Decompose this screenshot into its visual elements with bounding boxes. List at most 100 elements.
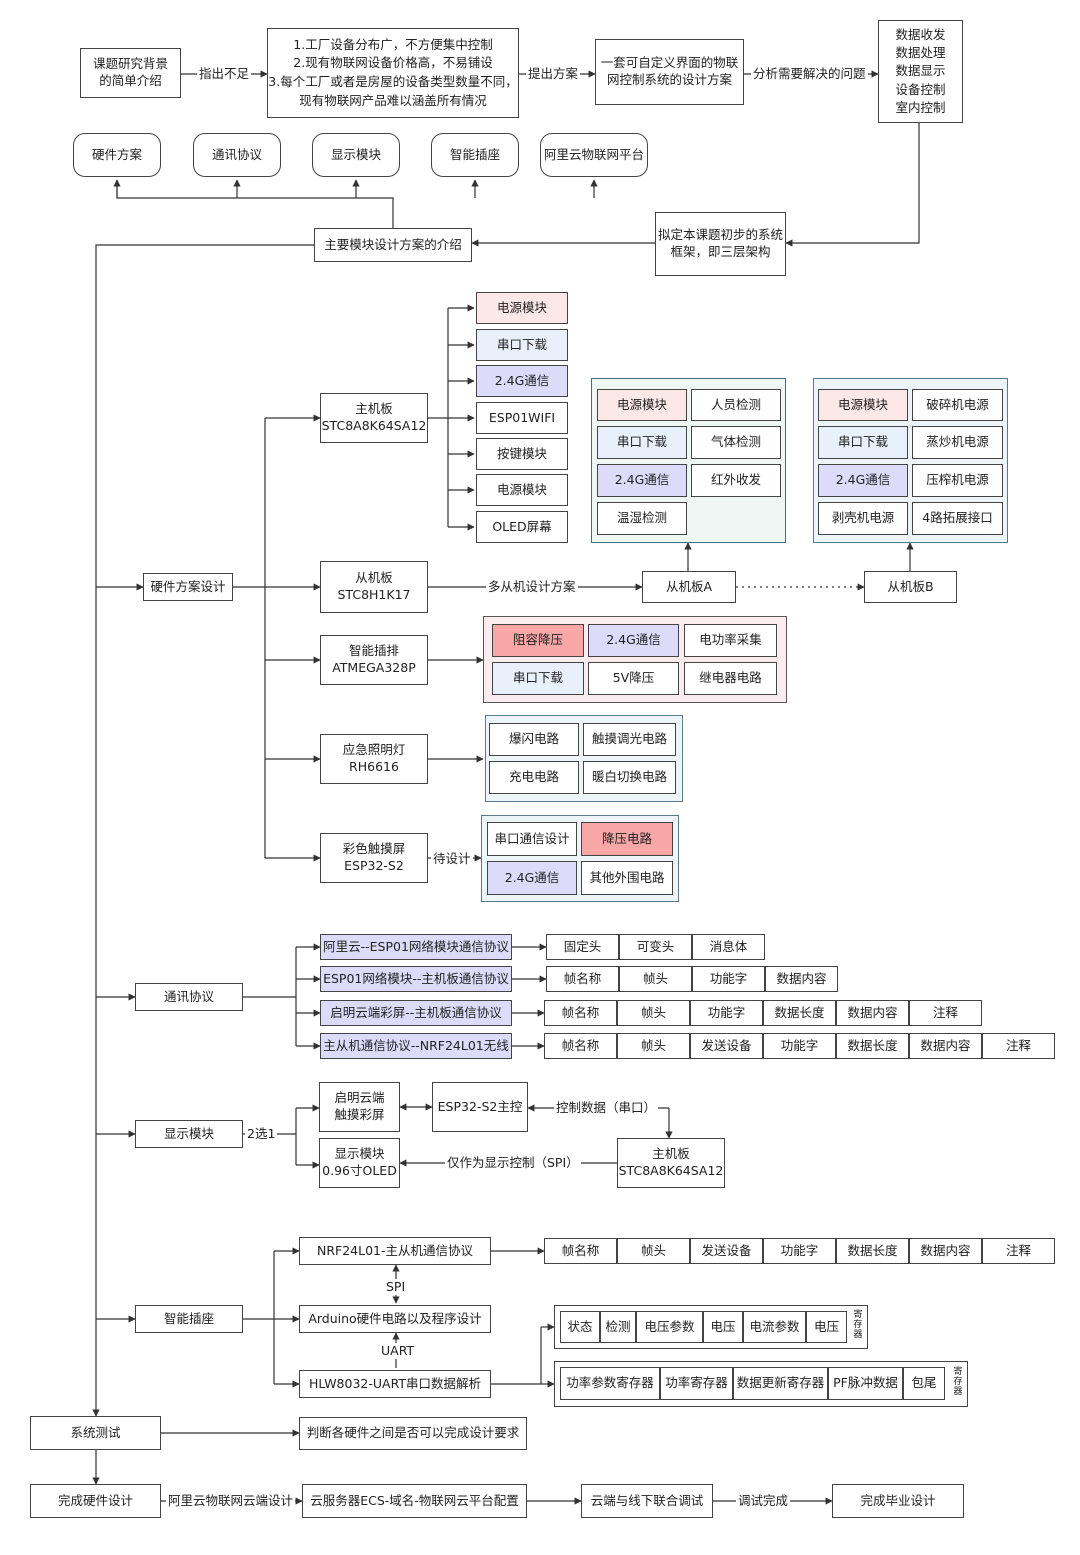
plug-5v[interactable]: 5V降压 <box>588 662 679 695</box>
p4-length[interactable]: 数据长度 <box>836 1033 909 1059</box>
emergency-light-box[interactable]: 应急照明灯 RH6616 <box>320 734 428 784</box>
main-design-box[interactable]: 主要模块设计方案的介绍 <box>314 228 472 262</box>
hlw8032-parse[interactable]: HLW8032-UART串口数据解析 <box>299 1370 491 1398</box>
p4-note[interactable]: 注释 <box>982 1033 1055 1059</box>
system-test-box[interactable]: 系统测试 <box>30 1416 161 1450</box>
nrf-note[interactable]: 注释 <box>982 1238 1055 1264</box>
display-master-board[interactable]: 主机板 STC8A8K64SA12 <box>617 1138 725 1188</box>
reg1-voltage[interactable]: 电压 <box>703 1311 743 1343</box>
master-part-power[interactable]: 电源模块 <box>476 292 568 324</box>
protocol-screen-master[interactable]: 启明云端彩屏--主机板通信协议 <box>320 1000 512 1026</box>
reg1-status[interactable]: 状态 <box>560 1311 600 1343</box>
esp32-controller[interactable]: ESP32-S2主控 <box>432 1082 528 1132</box>
plug-rc-step-down[interactable]: 阻容降压 <box>492 624 584 657</box>
slave-a-box[interactable]: 从机板A <box>642 571 736 603</box>
smart-socket-box[interactable]: 智能插座 <box>135 1305 243 1333</box>
p1-fixed-header[interactable]: 固定头 <box>546 934 619 960</box>
master-part-esp01[interactable]: ESP01WIFI <box>476 402 568 434</box>
master-part-power2[interactable]: 电源模块 <box>476 474 568 506</box>
touch-screen-box[interactable]: 彩色触摸屏 ESP32-S2 <box>320 833 428 883</box>
server-config-box[interactable]: 云服务器ECS-域名-物联网云平台配置 <box>302 1484 527 1518</box>
protocol-aliyun-esp01[interactable]: 阿里云--ESP01网络模块通信协议 <box>320 934 512 960</box>
nrf24l01-protocol[interactable]: NRF24L01-主从机通信协议 <box>299 1237 491 1265</box>
p2-func[interactable]: 功能字 <box>692 966 765 992</box>
nrf-sender[interactable]: 发送设备 <box>690 1238 763 1264</box>
nrf-frame-name[interactable]: 帧名称 <box>544 1238 617 1264</box>
slave-a-ir[interactable]: 红外收发 <box>691 464 781 497</box>
reg2-power[interactable]: 功率寄存器 <box>660 1367 733 1400</box>
reg1-voltage-2[interactable]: 电压 <box>806 1311 847 1343</box>
p2-frame-name[interactable]: 帧名称 <box>546 966 619 992</box>
lamp-touch-dim[interactable]: 触摸调光电路 <box>583 723 676 756</box>
reg1-current-param[interactable]: 电流参数 <box>743 1311 806 1343</box>
slave-board-box[interactable]: 从机板 STC8H1K17 <box>320 561 428 613</box>
plug-24g[interactable]: 2.4G通信 <box>588 624 679 657</box>
touch-serial-design[interactable]: 串口通信设计 <box>487 822 577 856</box>
touch-color-screen[interactable]: 启明云端 触摸彩屏 <box>319 1082 400 1132</box>
module-socket[interactable]: 智能插座 <box>431 133 519 177</box>
p4-frame-name[interactable]: 帧名称 <box>544 1033 617 1059</box>
p4-func[interactable]: 功能字 <box>763 1033 836 1059</box>
joint-debug-box[interactable]: 云端与线下联合调试 <box>581 1484 713 1518</box>
lamp-flash[interactable]: 爆闪电路 <box>489 723 579 756</box>
slave-a-temp[interactable]: 温湿检测 <box>597 502 687 535</box>
slave-a-person[interactable]: 人员检测 <box>691 389 781 421</box>
slave-b-crusher[interactable]: 破碎机电源 <box>912 389 1003 421</box>
framework-box[interactable]: 拟定本课题初步的系统 框架，即三层架构 <box>655 212 786 276</box>
slave-a-24g[interactable]: 2.4G通信 <box>597 464 687 497</box>
slave-a-power[interactable]: 电源模块 <box>597 389 687 421</box>
master-part-24g[interactable]: 2.4G通信 <box>476 365 568 397</box>
reg2-power-param[interactable]: 功率参数寄存器 <box>560 1367 660 1400</box>
p1-variable-header[interactable]: 可变头 <box>619 934 692 960</box>
nrf-frame-head[interactable]: 帧头 <box>617 1238 690 1264</box>
arduino-design[interactable]: Arduino硬件电路以及程序设计 <box>299 1305 491 1333</box>
protocol-box[interactable]: 通讯协议 <box>135 983 243 1011</box>
needs-box[interactable]: 数据收发 数据处理 数据显示 设备控制 室内控制 <box>878 20 963 123</box>
master-part-keys[interactable]: 按键模块 <box>476 438 568 470</box>
slave-b-power[interactable]: 电源模块 <box>818 389 908 421</box>
p3-frame-name[interactable]: 帧名称 <box>544 1000 617 1026</box>
module-hardware[interactable]: 硬件方案 <box>73 133 161 177</box>
master-part-oled[interactable]: OLED屏幕 <box>476 511 568 543</box>
p3-note[interactable]: 注释 <box>909 1000 982 1026</box>
module-display[interactable]: 显示模块 <box>312 133 400 177</box>
graduation-box[interactable]: 完成毕业设计 <box>832 1484 964 1518</box>
master-part-serial[interactable]: 串口下载 <box>476 329 568 361</box>
reg2-pf-pulse[interactable]: PF脉冲数据 <box>828 1367 903 1400</box>
display-box[interactable]: 显示模块 <box>135 1120 243 1148</box>
slave-b-24g[interactable]: 2.4G通信 <box>818 464 908 497</box>
reg1-check[interactable]: 检测 <box>600 1311 636 1343</box>
p4-data[interactable]: 数据内容 <box>909 1033 982 1059</box>
p1-payload[interactable]: 消息体 <box>692 934 765 960</box>
nrf-length[interactable]: 数据长度 <box>836 1238 909 1264</box>
hardware-design-box[interactable]: 硬件方案设计 <box>143 573 233 601</box>
nrf-data[interactable]: 数据内容 <box>909 1238 982 1264</box>
reg2-tail[interactable]: 包尾 <box>903 1367 945 1400</box>
nrf-func[interactable]: 功能字 <box>763 1238 836 1264</box>
slave-b-expand[interactable]: 4路拓展接口 <box>912 502 1003 535</box>
plug-power-sample[interactable]: 电功率采集 <box>684 624 777 657</box>
slave-b-press[interactable]: 压榨机电源 <box>912 464 1003 497</box>
intro-box[interactable]: 课题研究背景 的简单介绍 <box>80 48 181 98</box>
p3-data[interactable]: 数据内容 <box>836 1000 909 1026</box>
slave-b-steamer[interactable]: 蒸炒机电源 <box>912 426 1003 459</box>
slave-b-serial[interactable]: 串口下载 <box>818 426 908 459</box>
protocol-master-slave[interactable]: 主从机通信协议--NRF24L01无线 <box>320 1033 512 1059</box>
reg1-voltage-param[interactable]: 电压参数 <box>636 1311 703 1343</box>
plug-relay[interactable]: 继电器电路 <box>684 662 777 695</box>
smart-plug-box[interactable]: 智能插排 ATMEGA328P <box>320 635 428 685</box>
p3-frame-head[interactable]: 帧头 <box>617 1000 690 1026</box>
solution-box[interactable]: 一套可自定义界面的物联 网控制系统的设计方案 <box>595 39 744 105</box>
p2-data[interactable]: 数据内容 <box>765 966 838 992</box>
lamp-warm-white[interactable]: 暖白切换电路 <box>583 761 676 794</box>
lamp-charge[interactable]: 充电电路 <box>489 761 579 794</box>
slave-a-serial[interactable]: 串口下载 <box>597 426 687 459</box>
touch-other[interactable]: 其他外围电路 <box>581 861 673 895</box>
p3-length[interactable]: 数据长度 <box>763 1000 836 1026</box>
p4-frame-head[interactable]: 帧头 <box>617 1033 690 1059</box>
module-protocol[interactable]: 通讯协议 <box>193 133 281 177</box>
slave-b-box[interactable]: 从机板B <box>864 571 957 603</box>
done-hardware-box[interactable]: 完成硬件设计 <box>30 1484 161 1518</box>
p2-frame-head[interactable]: 帧头 <box>619 966 692 992</box>
slave-b-sheller[interactable]: 剥壳机电源 <box>818 502 908 535</box>
